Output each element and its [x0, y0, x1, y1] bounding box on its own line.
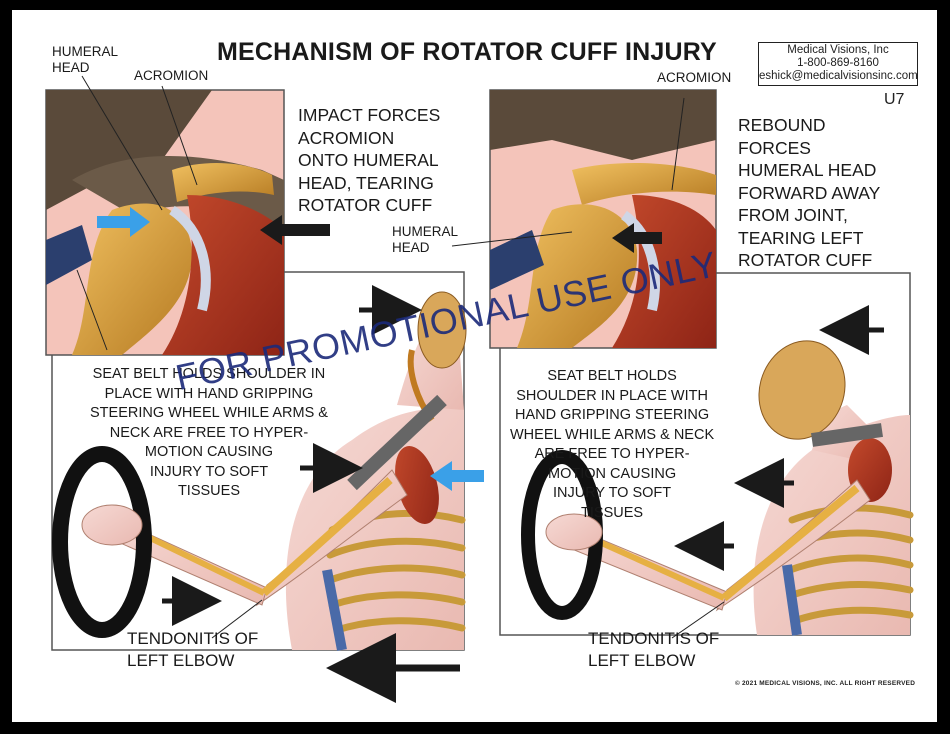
right-humeral-head-label: HUMERAL HEAD	[392, 224, 459, 255]
right-acromion-bone	[572, 163, 716, 205]
left-shoulder-muscle	[395, 446, 439, 524]
right-acromion-label: ACROMION	[657, 70, 732, 85]
right-tendonitis-line	[671, 601, 725, 639]
left-blue-arrow-inset	[97, 207, 150, 237]
left-inset-blue	[46, 225, 92, 285]
right-rebound-label: REBOUND FORCES HUMERAL HEAD FORWARD AWAY…	[738, 115, 881, 270]
left-acromion-bone	[172, 163, 274, 202]
figure-code: U7	[884, 91, 905, 108]
left-black-arrow-inset	[260, 215, 330, 245]
right-tendonitis-label: TENDONITIS OF LEFT ELBOW	[588, 629, 720, 670]
right-tendon	[620, 210, 660, 312]
left-panel	[45, 75, 484, 703]
right-hand	[545, 513, 603, 551]
right-humeral-head-bone	[517, 204, 638, 348]
left-acromion-line	[161, 85, 198, 186]
right-ribcage	[786, 504, 914, 624]
left-acromion-label: ACROMION	[134, 68, 209, 83]
page-title: MECHANISM OF ROTATOR CUFF INJURY	[217, 38, 717, 66]
right-seatbelt-label: SEAT BELT HOLDS SHOULDER IN PLACE WITH H…	[510, 368, 715, 521]
left-humerus	[261, 477, 393, 596]
left-tendonitis-line	[211, 599, 263, 639]
left-tendon	[169, 205, 211, 312]
right-inset-dark	[490, 90, 716, 160]
illustration-frame: MECHANISM OF ROTATOR CUFF INJURY Medical…	[12, 10, 937, 722]
left-steering-wheel	[52, 446, 152, 638]
right-panel	[451, 89, 914, 639]
left-blue-arrow-shoulder	[430, 461, 484, 491]
right-cartilage	[782, 564, 802, 636]
left-seatbelt	[347, 394, 447, 491]
company-name: Medical Visions, Inc	[787, 44, 889, 56]
left-seatbelt-line	[76, 269, 108, 351]
illustration-artwork	[45, 75, 914, 703]
left-humeral-head-bone	[72, 203, 193, 355]
right-humerus	[721, 484, 860, 602]
company-email: eshick@medicalvisionsinc.com	[759, 70, 918, 82]
right-seatbelt	[811, 423, 883, 447]
left-hand	[81, 504, 143, 546]
company-phone: 1-800-869-8160	[797, 57, 879, 69]
right-acromion-line	[671, 97, 685, 191]
left-impact-label: IMPACT FORCES ACROMION ONTO HUMERAL HEAD…	[298, 105, 441, 215]
right-black-arrow-inset	[612, 223, 662, 253]
company-box: Medical Visions, Inc 1-800-869-8160 eshi…	[758, 42, 918, 86]
left-seatbelt-label: SEAT BELT HOLDS SHOULDER IN PLACE WITH H…	[90, 366, 328, 499]
copyright-notice: © 2021 MEDICAL VISIONS, INC. ALL RIGHT R…	[735, 680, 916, 687]
right-inset-blue	[490, 230, 544, 290]
right-humeral-head-line	[451, 231, 573, 247]
left-tendonitis-label: TENDONITIS OF LEFT ELBOW	[127, 629, 259, 670]
left-humeral-head-label: HUMERAL HEAD	[52, 44, 119, 75]
left-humeral-head-line	[81, 75, 163, 211]
